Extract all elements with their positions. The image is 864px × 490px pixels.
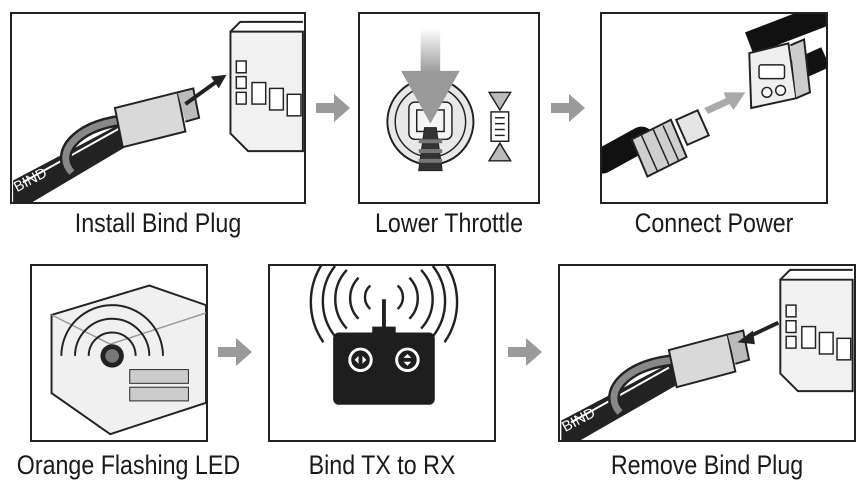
throttle-down-icon xyxy=(386,27,512,172)
step-3-panel xyxy=(600,12,828,204)
step-1-panel: BIND xyxy=(10,12,306,204)
step-2-panel xyxy=(358,12,540,204)
step-6-label: Remove Bind Plug xyxy=(610,450,804,480)
step-5-panel xyxy=(268,264,496,442)
step-5-label: Bind TX to RX xyxy=(308,450,456,480)
step-4-label: Orange Flashing LED xyxy=(16,450,241,480)
flow-arrow-1 xyxy=(316,94,350,122)
bind-plug-insert-icon: BIND xyxy=(12,20,304,202)
step-4-panel xyxy=(30,264,208,442)
step-1-label: Install Bind Plug xyxy=(74,208,242,238)
flow-arrow-2 xyxy=(551,94,585,122)
flow-arrow-3 xyxy=(218,338,252,366)
bind-plug-remove-icon: BIND xyxy=(560,268,854,440)
transmitter-icon xyxy=(309,266,459,405)
flashing-led-icon xyxy=(50,284,206,436)
step-2-label: Lower Throttle xyxy=(374,208,524,238)
power-connector-icon xyxy=(602,14,826,178)
flow-arrow-4 xyxy=(508,338,542,366)
step-6-panel: BIND xyxy=(558,264,856,442)
step-3-label: Connect Power xyxy=(634,208,794,238)
